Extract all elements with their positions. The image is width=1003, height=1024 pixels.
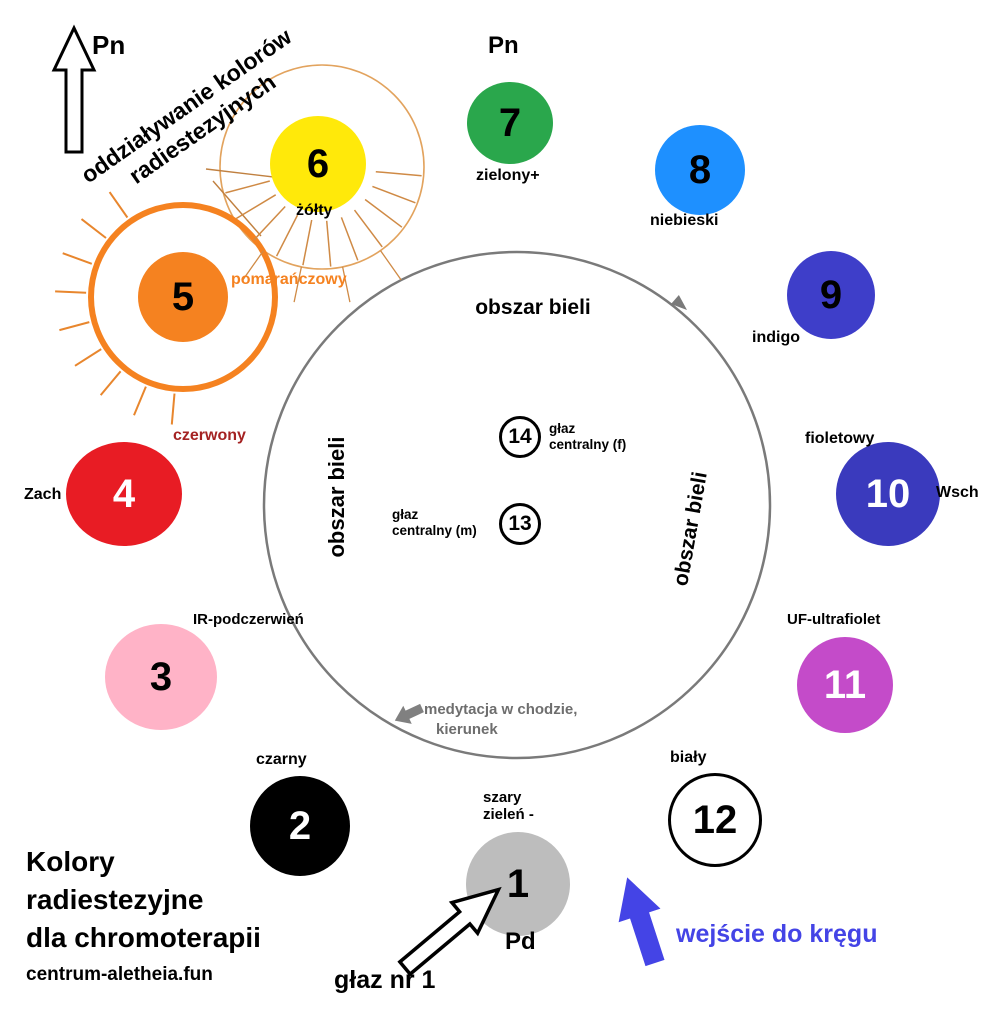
white-area-label-left: obszar bieli — [324, 436, 349, 558]
ray-line — [99, 370, 122, 396]
meditation-line2: kierunek — [436, 720, 498, 738]
ray-line — [62, 252, 93, 265]
ray-line — [253, 205, 286, 241]
ray-line — [302, 219, 313, 266]
ray-line — [372, 185, 416, 204]
stone-9-label: indigo — [752, 329, 800, 346]
stone-3-pink: 3 — [105, 624, 217, 730]
stone-11-magenta: 11 — [797, 637, 893, 733]
entrance-label: wejście do kręgu — [676, 920, 878, 948]
ray-line — [364, 198, 403, 228]
central-stone-13: 13 — [499, 503, 541, 545]
stone-1-label-line2: zieleń - — [483, 806, 534, 824]
title-line3: dla chromoterapii — [26, 922, 261, 954]
stone-1-gray: 1 — [466, 832, 570, 936]
meditation-note: medytacja w chodzie, kierunek — [424, 700, 577, 739]
ray-line — [55, 290, 87, 294]
title-block: Kolory radiestezyjne dla chromoterapii c… — [26, 843, 261, 988]
stone-1-label-line1: szary — [483, 789, 522, 806]
meditation-line1: medytacja w chodzie, — [424, 701, 578, 718]
central-stone-m-label: głaz centralny (m) — [392, 507, 477, 538]
leader-line — [212, 180, 262, 237]
ray-line — [225, 180, 270, 194]
stone-11-label: UF-ultrafiolet — [787, 611, 881, 628]
stone-7-number: 7 — [498, 100, 522, 145]
stone-5-number: 5 — [171, 274, 195, 319]
south-label: Pd — [505, 928, 536, 955]
central-f-line1: głaz — [549, 421, 576, 436]
ray-line — [235, 194, 277, 220]
compass-north-label: Pn — [92, 30, 126, 60]
stone-14-number: 14 — [508, 425, 532, 448]
stone-2-label: czarny — [256, 751, 307, 768]
stone-10-violet: 10 — [836, 442, 940, 546]
stone-6-label: żółty — [296, 202, 333, 219]
stone-4-label: czerwony — [173, 427, 246, 444]
stone-1-number: 1 — [506, 861, 530, 906]
boulder-1-pointer-label: głaz nr 1 — [334, 966, 436, 994]
stone-7-label: zielony+ — [476, 167, 540, 184]
central-stone-14: 14 — [499, 416, 541, 458]
ray-line — [375, 170, 422, 177]
west-label: Zach — [24, 486, 62, 503]
ray-line — [325, 220, 332, 267]
stone-2-black: 2 — [250, 776, 350, 876]
stone-5-label: pomarańczowy — [231, 271, 347, 288]
stone-9-indigo: 9 — [787, 251, 875, 339]
north-compass-arrow-icon — [51, 24, 97, 154]
stone-12-white: 12 — [668, 773, 762, 867]
stone-6-number: 6 — [306, 141, 330, 186]
stone-6-yellow: 6 — [270, 116, 366, 212]
stone-5-orange: 5 — [138, 252, 228, 342]
stone-4-red: 4 — [66, 442, 182, 546]
ray-line — [133, 386, 147, 416]
ray-line — [379, 250, 402, 281]
site-url: centrum-aletheia.fun — [26, 964, 213, 986]
central-m-line2: centralny (m) — [392, 522, 477, 538]
title-line2: radiestezyjne — [26, 884, 204, 916]
stone-12-label: biały — [670, 749, 707, 766]
ray-line — [80, 218, 107, 239]
central-stone-f-label: głaz centralny (f) — [549, 421, 626, 452]
stone-7-green: 7 — [467, 82, 553, 164]
meditation-direction-arrow-icon — [394, 703, 424, 724]
white-area-label-top: obszar bieli — [475, 296, 591, 319]
stone-13-number: 13 — [508, 512, 532, 535]
ray-line — [170, 393, 176, 425]
stone-8-label: niebieski — [650, 212, 719, 229]
stone-2-number: 2 — [288, 803, 312, 848]
stone-10-label: fioletowy — [805, 430, 875, 447]
central-f-line2: centralny (f) — [549, 436, 627, 452]
walking-circle-arrowhead-icon — [670, 294, 687, 310]
central-m-line1: głaz — [392, 507, 419, 522]
stone-11-number: 11 — [823, 662, 867, 707]
stone-10-number: 10 — [865, 471, 911, 516]
title-line1: Kolory — [26, 846, 115, 877]
ray-line — [340, 217, 359, 261]
stone-3-label: IR-podczerwień — [193, 611, 304, 628]
stone-9-number: 9 — [819, 272, 843, 317]
stone-1-label: szary zieleń - — [483, 789, 534, 824]
ray-line — [275, 214, 299, 257]
north-label: Pn — [488, 32, 519, 59]
ray-line — [59, 321, 90, 332]
ray-line — [74, 348, 102, 367]
stone-8-number: 8 — [688, 147, 712, 192]
ray-line — [353, 209, 383, 248]
white-area-label-right: obszar bieli — [669, 470, 712, 588]
stone-8-blue: 8 — [655, 125, 745, 215]
stone-12-number: 12 — [692, 797, 738, 842]
stone-3-number: 3 — [149, 654, 173, 699]
stone-4-number: 4 — [112, 471, 136, 516]
entrance-arrow — [618, 877, 665, 967]
east-label: Wsch — [936, 484, 979, 501]
